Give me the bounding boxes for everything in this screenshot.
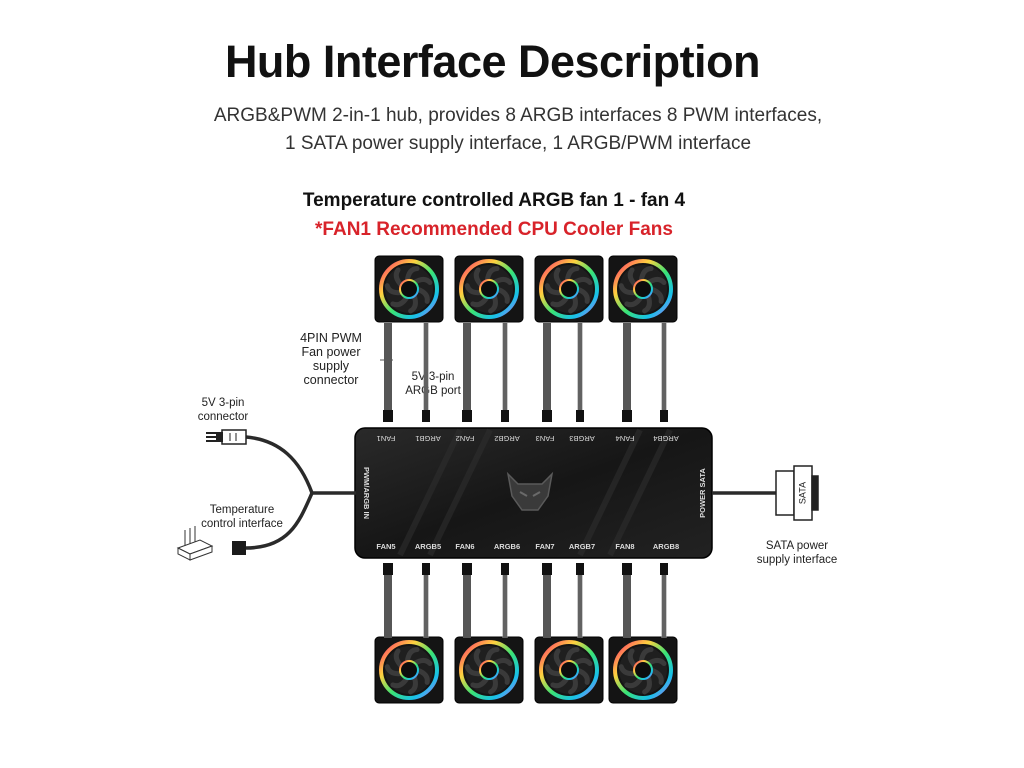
hub-port-label-top: ARGB3	[569, 434, 594, 443]
sata-plug-label: SATA	[797, 482, 807, 504]
fan-cable	[577, 575, 583, 638]
pwm-connector-label-line: connector	[303, 373, 359, 387]
hub-port-label-bottom: FAN8	[615, 542, 634, 551]
cable-group	[383, 323, 668, 638]
fan-icon	[374, 255, 444, 323]
cable-plug-icon	[660, 563, 668, 575]
sata-interface-label: SATA power supply interface	[748, 539, 846, 567]
hub-port-label-bottom: ARGB7	[569, 542, 595, 551]
cable-plug-icon	[542, 410, 552, 422]
cable-plug-icon	[622, 563, 632, 575]
cable-plug-icon	[462, 563, 472, 575]
fan-cable	[384, 323, 392, 412]
fan-cable	[423, 323, 429, 412]
cable-plug-icon	[576, 563, 584, 575]
fan-cable	[661, 323, 667, 412]
cable-plug-icon	[542, 563, 552, 575]
temperature-interface-label-line: Temperature	[209, 504, 275, 516]
page-title: Hub Interface Description	[224, 36, 761, 87]
hub-input-label: PWM/ARGB IN	[362, 467, 371, 519]
hub-port-label-top: FAN4	[616, 434, 635, 443]
fan-cable	[623, 323, 631, 412]
temperature-plug-icon	[232, 541, 246, 555]
fan-cable	[543, 323, 551, 412]
fan-icon	[454, 636, 524, 704]
hub-port-label-bottom: FAN6	[455, 542, 474, 551]
fan-cable	[661, 575, 667, 638]
hub-port-label-top: ARGB1	[415, 434, 440, 443]
cable-plug-icon	[501, 410, 509, 422]
five-v-connector-icon	[206, 429, 247, 445]
fan-icon	[608, 636, 678, 704]
fan-cable	[463, 575, 471, 638]
fan-cable	[463, 323, 471, 412]
argb-port-label-line: 5V 3-pin	[411, 371, 455, 383]
fan-icon	[534, 255, 604, 323]
hub-port-label-bottom: ARGB6	[494, 542, 520, 551]
pwm-connector-label-line: Fan power supply	[301, 345, 361, 373]
cable-plug-icon	[422, 410, 430, 422]
argb-port-label: 5V 3-pin ARGB port	[398, 370, 468, 398]
cable-plug-icon	[622, 410, 632, 422]
cable-plug-icon	[383, 563, 393, 575]
hub-port-label-top: FAN1	[377, 434, 396, 443]
fan-icon	[454, 255, 524, 323]
hub-logo-icon	[506, 471, 554, 511]
pwm-connector-label: 4PIN PWM Fan power supply connector	[282, 331, 380, 387]
cable-plug-icon	[660, 410, 668, 422]
cable-plug-icon	[383, 410, 393, 422]
fan-cable	[502, 575, 508, 638]
pwm-connector-label-line: 4PIN PWM	[300, 331, 362, 345]
hub-texture	[397, 428, 673, 557]
fan-group	[374, 255, 678, 704]
hub-port-label-bottom: FAN7	[535, 542, 554, 551]
fan-cable	[384, 575, 392, 638]
fan-cable	[423, 575, 429, 638]
sata-interface-label-line: SATA power	[765, 540, 829, 552]
fan-icon	[608, 255, 678, 323]
hub-port-label-top: ARGB4	[653, 434, 678, 443]
cable-plug-icon	[501, 563, 509, 575]
sata-interface-label-line: supply interface	[756, 554, 838, 566]
hub-port-label-bottom: FAN5	[376, 542, 395, 551]
five-v-connector-label-line: 5V 3-pin	[201, 397, 245, 409]
input-cables	[245, 435, 356, 550]
five-v-connector-label-line: connector	[197, 411, 249, 423]
temperature-interface-label-line: control interface	[201, 518, 283, 530]
hub-port-label-top: FAN3	[536, 434, 555, 443]
fan-heading: Temperature controlled ARGB fan 1 - fan …	[302, 190, 686, 211]
subtitle-line-1: ARGB&PWM 2-in-1 hub, provides 8 ARGB int…	[213, 105, 823, 126]
fan-note: *FAN1 Recommended CPU Cooler Fans	[315, 219, 673, 240]
sata-plug-icon	[775, 465, 819, 521]
fan-cable	[577, 323, 583, 412]
cable-plug-icon	[576, 410, 584, 422]
cable-plug-icon	[462, 410, 472, 422]
temperature-header-icon	[176, 526, 214, 561]
hub-port-label-bottom: ARGB8	[653, 542, 679, 551]
hub-port-label-top: FAN2	[456, 434, 475, 443]
fan-icon	[374, 636, 444, 704]
argb-port-label-line: ARGB port	[405, 385, 461, 397]
cable-plug-icon	[422, 563, 430, 575]
fan-cable	[623, 575, 631, 638]
subtitle-line-2: 1 SATA power supply interface, 1 ARGB/PW…	[284, 133, 752, 154]
fan-cable	[543, 575, 551, 638]
fan-icon	[534, 636, 604, 704]
five-v-connector-label: 5V 3-pin connector	[186, 396, 260, 424]
temperature-interface-label: Temperature control interface	[190, 503, 294, 531]
hub-power-label: POWER SATA	[698, 468, 707, 518]
hub-port-label-bottom: ARGB5	[415, 542, 441, 551]
fan-cable	[502, 323, 508, 412]
hub-port-label-top: ARGB2	[494, 434, 519, 443]
